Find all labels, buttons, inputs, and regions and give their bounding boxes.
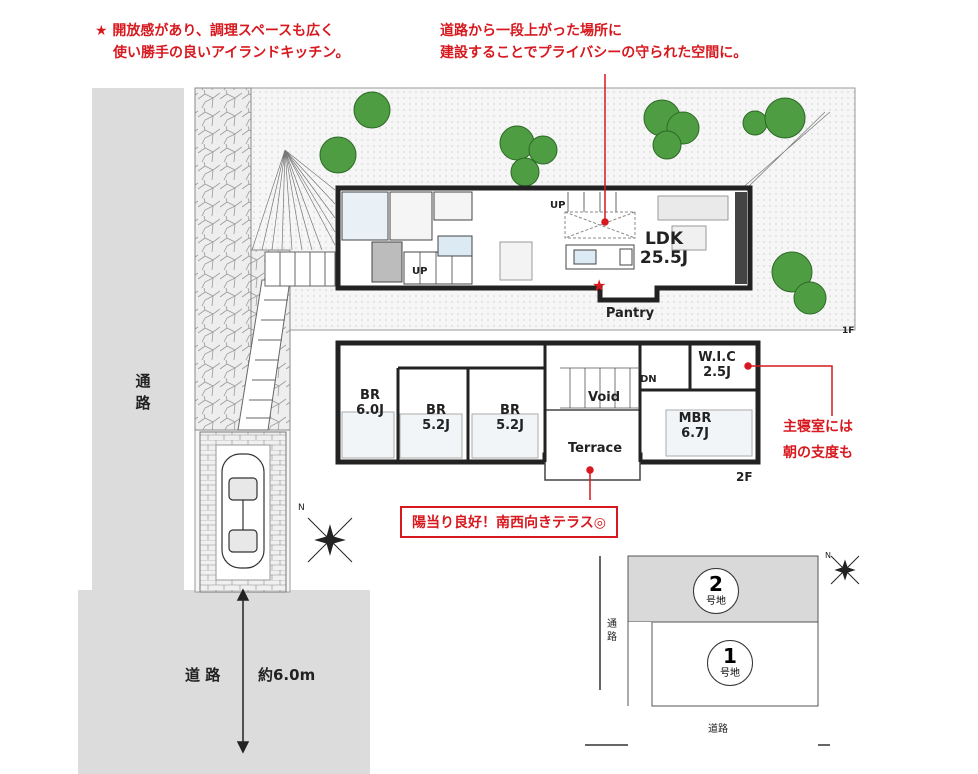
master-bedroom-label: MBR 6.7J xyxy=(672,411,718,441)
kitchen-note: ★ 開放感があり、調理スペースも広く 使い勝手の良いアイランドキッチン。 xyxy=(95,20,349,64)
bedroom-3-size: 5.2J xyxy=(496,418,524,433)
floor1-label: 1F xyxy=(842,326,855,336)
front-road xyxy=(78,590,370,774)
bedroom-1-name: BR xyxy=(360,388,380,403)
car-icon xyxy=(221,453,265,569)
void-label: Void xyxy=(587,390,621,405)
up-label-1: UP xyxy=(550,200,566,211)
callout-lines xyxy=(586,74,833,500)
master-bedroom-size: 6.7J xyxy=(681,426,709,441)
front-road-label: 道 路 xyxy=(185,666,221,684)
master-note: 主寝室には 朝の支度も xyxy=(783,414,853,466)
master-note-line2: 朝の支度も xyxy=(783,445,853,461)
master-bedroom-name: MBR xyxy=(678,411,712,426)
keymap-side-road-label: 通路 xyxy=(607,619,617,643)
pantry-label: Pantry xyxy=(605,306,655,321)
floor1-plan xyxy=(335,185,753,303)
up-label-2: UP xyxy=(412,266,428,277)
plot-2-number: 2 xyxy=(709,572,723,596)
dn-label: DN xyxy=(640,374,657,385)
floor2-label: 2F xyxy=(736,470,753,484)
ldk-label: LDK 25.5J xyxy=(636,230,692,268)
road-width-dimension xyxy=(236,588,250,754)
plot-2-badge: 2 号地 xyxy=(693,568,739,614)
bedroom-3-label: BR 5.2J xyxy=(490,403,530,433)
bedroom-2-name: BR xyxy=(426,403,446,418)
walk-in-closet-name: W.I.C xyxy=(698,350,736,365)
terrace-label: Terrace xyxy=(567,441,623,456)
keymap-compass-icon: N xyxy=(825,551,860,585)
bedroom-2-size: 5.2J xyxy=(422,418,450,433)
terrace-callout: 陽当り良好！南西向きテラス◎ xyxy=(400,506,618,538)
bedroom-3-name: BR xyxy=(500,403,520,418)
kitchen-note-line1: ★ 開放感があり、調理スペースも広く xyxy=(95,23,335,39)
stone-wall xyxy=(194,87,252,431)
tree-icons xyxy=(319,91,827,315)
side-walkway-label: 通路 xyxy=(135,372,151,412)
elevated-note: 道路から一段上がった場所に 建設することでプライバシーの守られた空間に。 xyxy=(440,20,747,64)
elevated-note-line1: 道路から一段上がった場所に xyxy=(440,23,622,39)
plot-1-number: 1 xyxy=(723,644,737,668)
keymap-bottom-road-label: 道路 xyxy=(708,724,728,735)
elevated-note-line2: 建設することでプライバシーの守られた空間に。 xyxy=(440,45,748,61)
entry-stairs xyxy=(237,251,336,431)
master-note-line1: 主寝室には xyxy=(783,419,853,435)
kitchen-note-line2: 使い勝手の良いアイランドキッチン。 xyxy=(113,45,350,61)
plot-2-suffix: 号地 xyxy=(706,596,726,607)
plot-1-badge: 1 号地 xyxy=(707,640,753,686)
walk-in-closet-size: 2.5J xyxy=(703,365,731,380)
bedroom-1-label: BR 6.0J xyxy=(350,388,390,418)
walk-in-closet-label: W.I.C 2.5J xyxy=(694,350,740,380)
compass-icon: N xyxy=(298,503,353,563)
floor2-plan xyxy=(335,340,761,481)
ldk-name: LDK xyxy=(644,229,684,249)
gate-fan xyxy=(251,111,831,251)
svg-text:N: N xyxy=(825,551,831,560)
bedroom-1-size: 6.0J xyxy=(356,403,384,418)
plot-1-suffix: 号地 xyxy=(720,668,740,679)
bedroom-2-label: BR 5.2J xyxy=(416,403,456,433)
svg-text:N: N xyxy=(298,503,305,513)
keymap xyxy=(585,555,830,746)
ldk-size: 25.5J xyxy=(639,248,689,268)
side-walkway xyxy=(92,88,184,592)
kitchen-star-icon: ★ xyxy=(592,276,606,295)
front-road-width: 約6.0m xyxy=(258,666,316,684)
